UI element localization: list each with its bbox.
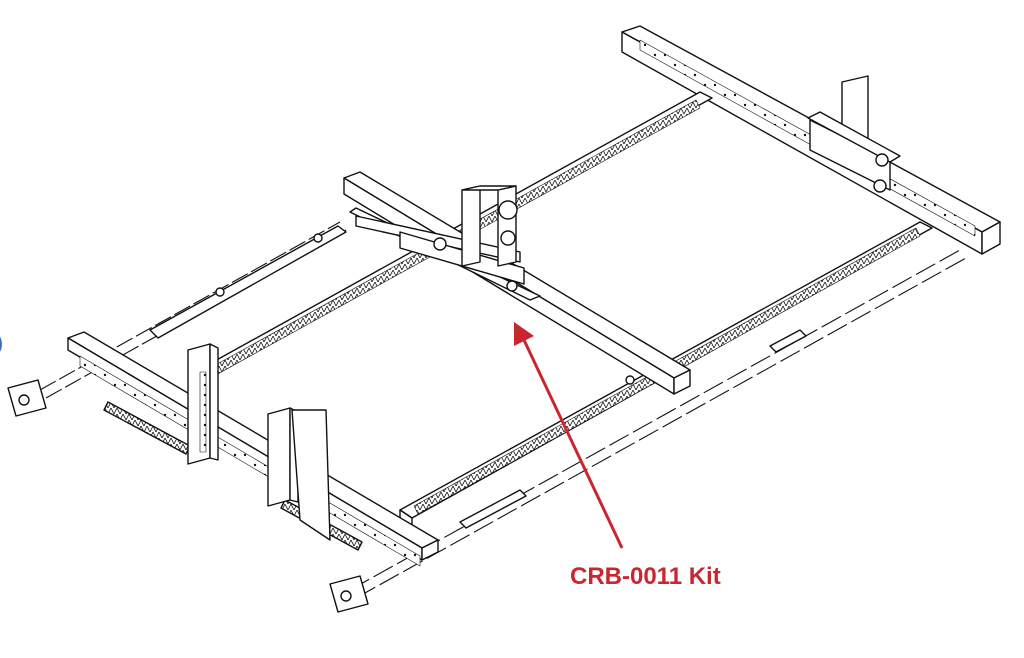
front-uprights (187, 343, 331, 541)
rear-upright-bracket (807, 75, 901, 193)
front-crossbar (67, 331, 439, 567)
callout-arrow (514, 322, 624, 549)
callout-label: CRB-0011 Kit (570, 563, 721, 590)
gantry-bolts (433, 237, 635, 385)
gantry-upright (461, 185, 518, 267)
front-end-caps (7, 379, 369, 613)
linkage-rods (149, 225, 807, 529)
edge-fragment: ) (0, 330, 3, 356)
